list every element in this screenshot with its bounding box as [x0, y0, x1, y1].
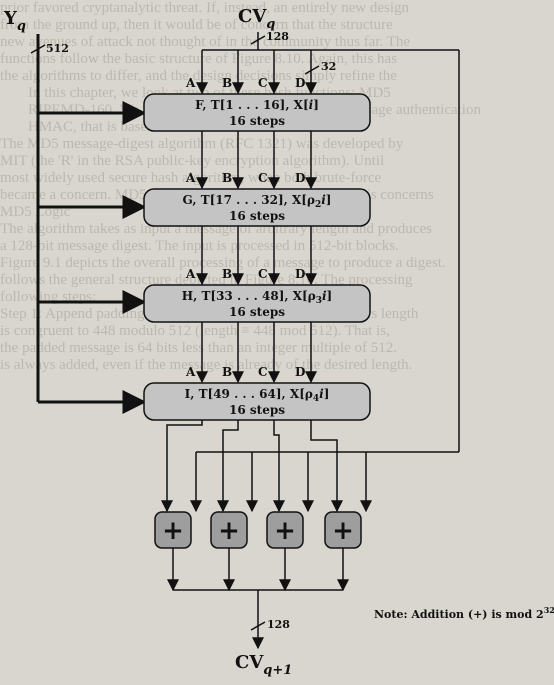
step-box-2-title: G, T[17 . . . 32], X[ρ2i] — [183, 193, 332, 210]
step-box-2-steps: 16 steps — [229, 209, 285, 223]
stage-3-label-a: A — [185, 267, 196, 281]
cv-input-slash — [250, 35, 266, 45]
step-box-1-title: F, T[1 . . . 16], X[i] — [195, 98, 319, 112]
cv-input-width-label: 128 — [266, 30, 289, 43]
stage-2-label-c: C — [258, 171, 268, 185]
step-box-1-steps: 16 steps — [229, 114, 285, 128]
input-y-label: Yq — [3, 8, 26, 34]
note-text: Note: Addition (+) is mod 232. — [374, 605, 554, 621]
stage-1-label-d: D — [295, 76, 305, 90]
y-slash — [30, 44, 46, 54]
stage-output-line-3 — [273, 420, 285, 513]
step-box-3-steps: 16 steps — [229, 305, 285, 319]
stage-4-label-a: A — [185, 365, 196, 379]
stage-1-label-b: B — [222, 76, 232, 90]
output-width-label: 128 — [267, 618, 290, 631]
stage-3-label-b: B — [222, 267, 232, 281]
adder-1-symbol: + — [162, 516, 184, 546]
word-width-label: 32 — [321, 60, 336, 73]
adder-4-symbol: + — [332, 516, 354, 546]
output-cv-label: CVq+1 — [235, 652, 292, 678]
stage-2-label-b: B — [222, 171, 232, 185]
stage-3-label-d: D — [295, 267, 305, 281]
step-box-1 — [143, 93, 371, 132]
stage-output-line-4 — [310, 420, 343, 513]
stage-2-label-d: D — [295, 171, 305, 185]
stage-1-label-a: A — [185, 76, 196, 90]
step-box-4-steps: 16 steps — [229, 403, 285, 417]
step-box-3-title: H, T[33 . . . 48], X[ρ3i] — [182, 289, 332, 306]
stage-3-label-c: C — [258, 267, 268, 281]
adder-3-symbol: + — [274, 516, 296, 546]
feedforward-group: + + + + — [154, 420, 459, 592]
stage-4-label-d: D — [295, 365, 305, 379]
adder-2-symbol: + — [218, 516, 240, 546]
step-box-4-title: I, T[49 . . . 64], X[ρ4i] — [185, 387, 330, 404]
step-box-3 — [143, 284, 371, 323]
input-cv-label: CVq — [238, 6, 275, 32]
stage-4-label-c: C — [258, 365, 268, 379]
stage-output-line-1 — [161, 420, 203, 513]
step-box-2 — [143, 188, 371, 227]
step-box-4 — [143, 382, 371, 421]
stage-1-label-c: C — [258, 76, 268, 90]
stage-output-line-2 — [217, 420, 239, 513]
stage-2-label-a: A — [185, 171, 196, 185]
output-slash — [250, 621, 266, 631]
word-width-slash — [304, 65, 320, 75]
stage-4-label-b: B — [222, 365, 232, 379]
y-width-label: 512 — [46, 42, 69, 55]
